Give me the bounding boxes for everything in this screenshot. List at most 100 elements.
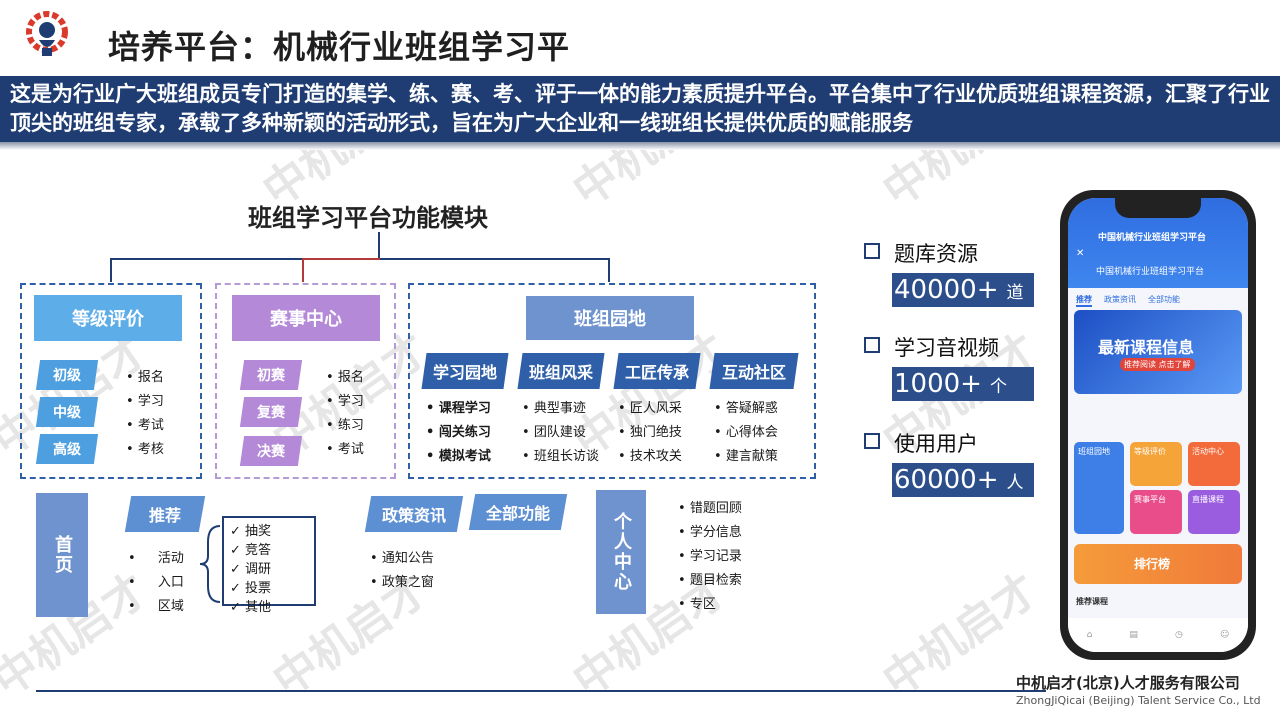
list-item: 考试 <box>126 414 164 438</box>
home-checklist: 抽奖 竞答 调研 投票 其他 <box>222 516 316 615</box>
list-item: 学习 <box>126 390 164 414</box>
all-functions-tag: 全部功能 <box>468 494 568 530</box>
list-item: 学习记录 <box>678 545 742 569</box>
diagram-title: 班组学习平台功能模块 <box>248 204 488 232</box>
phone-tab-policy[interactable]: 政策资讯 <box>1104 295 1136 304</box>
square-bullet-icon <box>864 337 880 353</box>
list-item: 技术攻关 <box>618 445 682 469</box>
list-item: 报名 <box>126 366 164 390</box>
contest-items: 报名 学习 练习 考试 <box>326 366 364 462</box>
level-eval-title: 等级评价 <box>34 295 182 341</box>
garden-col-2-title: 班组风采 <box>517 353 605 389</box>
phone-tile[interactable]: 班组园地 <box>1074 442 1124 534</box>
stat-box-users: 60000+人 <box>892 463 1034 497</box>
list-item: 练习 <box>326 414 364 438</box>
book-icon[interactable]: ▤ <box>1129 630 1138 640</box>
connector <box>378 232 380 258</box>
list-item: 班组长访谈 <box>522 445 599 469</box>
list-item: 独门绝技 <box>618 421 682 445</box>
phone-header: 中国机械行业班组学习平台 <box>1096 267 1205 277</box>
phone-course-banner[interactable]: 最新课程信息 推荐阅读 点击了解 <box>1074 310 1242 394</box>
level-eval-items: 报名 学习 考试 考核 <box>126 366 164 462</box>
stat-label-users: 使用用户 <box>864 428 978 458</box>
list-item: 专区 <box>678 593 742 617</box>
level-eval-group <box>20 283 202 479</box>
list-item: 学习 <box>326 390 364 414</box>
phone-tab-all[interactable]: 全部功能 <box>1148 295 1180 304</box>
check-item: 竞答 <box>230 541 308 560</box>
phone-tab-recommend[interactable]: 推荐 <box>1076 294 1092 307</box>
list-item: 报名 <box>326 366 364 390</box>
check-item: 其他 <box>230 598 308 617</box>
level-tag-1: 初级 <box>35 360 99 390</box>
phone-top-title: 中国机械行业班组学习平台 <box>1098 233 1207 243</box>
list-item: 典型事迹 <box>522 397 599 421</box>
garden-group <box>408 283 816 479</box>
phone-rank-banner[interactable]: 排行榜 <box>1074 544 1242 584</box>
list-item: 题目检索 <box>678 569 742 593</box>
contest-group <box>215 283 396 479</box>
list-item: 考试 <box>326 438 364 462</box>
personal-center-block: 个人中心 <box>596 490 646 614</box>
close-icon[interactable]: ✕ <box>1076 248 1085 259</box>
check-item: 投票 <box>230 579 308 598</box>
company-name-en: ZhongJiQicai (Beijing) Talent Service Co… <box>1016 694 1261 707</box>
phone-tile[interactable]: 直播课程 <box>1188 490 1240 534</box>
phone-tile[interactable]: 等级评价 <box>1130 442 1182 486</box>
square-bullet-icon <box>864 433 880 449</box>
user-icon[interactable]: ☺ <box>1220 630 1230 640</box>
policy-tag: 政策资讯 <box>364 496 464 532</box>
page-title: 培养平台：机械行业班组学习平 <box>108 28 571 66</box>
contest-tag-1: 初赛 <box>239 360 303 390</box>
list-item: 区域 <box>128 595 184 619</box>
policy-items: 通知公告 政策之窗 <box>370 547 434 595</box>
level-tag-3: 高级 <box>35 434 99 464</box>
list-item: 团队建设 <box>522 421 599 445</box>
contest-tag-2: 复赛 <box>239 397 303 427</box>
phone-tile[interactable]: 活动中心 <box>1188 442 1240 486</box>
stat-box-question-bank: 40000+道 <box>892 273 1034 307</box>
phone-tile[interactable]: 赛事平台 <box>1130 490 1182 534</box>
connector <box>302 258 304 282</box>
list-item: 建言献策 <box>714 445 778 469</box>
stat-label-question-bank: 题库资源 <box>864 238 978 268</box>
check-item: 抽奖 <box>230 522 308 541</box>
phone-tabbar: ⌂ ▤ ◷ ☺ <box>1068 618 1248 652</box>
square-bullet-icon <box>864 243 880 259</box>
list-item: 课程学习 <box>426 397 491 421</box>
list-item: 学分信息 <box>678 521 742 545</box>
personal-items: 错题回顾 学分信息 学习记录 题目检索 专区 <box>678 497 742 617</box>
garden-col-4-items: 答疑解惑 心得体会 建言献策 <box>714 397 778 469</box>
intro-banner <box>0 76 1280 142</box>
stat-label-media: 学习音视频 <box>864 332 999 362</box>
list-item: 活动 <box>128 547 184 571</box>
gear-bulb-logo-icon <box>26 11 68 56</box>
phone-nav: 推荐 政策资讯 全部功能 <box>1076 294 1242 307</box>
garden-col-2-items: 典型事迹 团队建设 班组长访谈 <box>522 397 599 469</box>
phone-section-title: 推荐课程 <box>1076 597 1108 606</box>
garden-col-3-title: 工匠传承 <box>613 353 701 389</box>
list-item: 模拟考试 <box>426 445 491 469</box>
brace-icon <box>199 525 221 603</box>
home-icon[interactable]: ⌂ <box>1086 630 1093 640</box>
stat-box-media: 1000+个 <box>892 367 1034 401</box>
intro-banner-text: 这是为行业广大班组成员专门打造的集学、练、赛、考、评于一体的能力素质提升平台。平… <box>10 82 1270 135</box>
recommend-tag: 推荐 <box>124 496 206 532</box>
list-item: 考核 <box>126 438 164 462</box>
check-item: 调研 <box>230 560 308 579</box>
garden-col-1-title: 学习园地 <box>421 353 509 389</box>
list-item: 入口 <box>128 571 184 595</box>
list-item: 答疑解惑 <box>714 397 778 421</box>
list-item: 政策之窗 <box>370 571 434 595</box>
list-item: 通知公告 <box>370 547 434 571</box>
phone-screen: 中国机械行业班组学习平台 ✕ 中国机械行业班组学习平台 推荐 政策资讯 全部功能… <box>1068 198 1248 652</box>
clock-icon[interactable]: ◷ <box>1175 630 1183 640</box>
connector <box>302 258 380 260</box>
contest-title: 赛事中心 <box>232 295 380 341</box>
footer-divider <box>36 690 1046 692</box>
banner-shadow <box>0 142 1280 150</box>
list-item: 心得体会 <box>714 421 778 445</box>
company-name-cn: 中机启才(北京)人才服务有限公司 <box>1016 674 1240 692</box>
garden-col-4-title: 互动社区 <box>709 353 799 389</box>
contest-tag-3: 决赛 <box>239 436 303 466</box>
